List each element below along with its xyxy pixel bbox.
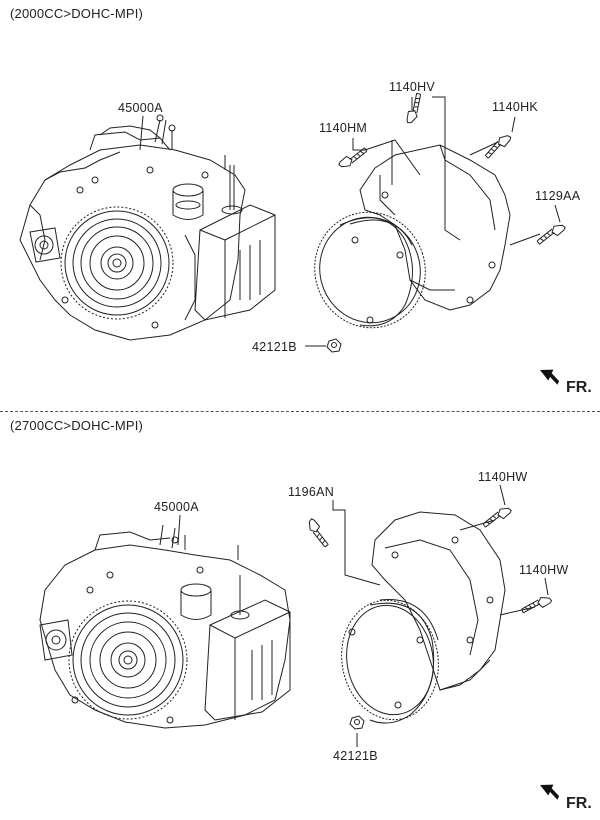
bolt-icon[interactable]	[401, 91, 429, 126]
part-label-1140hw[interactable]: 1140HW	[478, 470, 528, 484]
torque-converter-1[interactable]	[300, 198, 440, 342]
front-direction-label: FR.	[566, 379, 592, 396]
part-label-42121b[interactable]: 42121B	[252, 340, 297, 354]
bolt-icon[interactable]	[479, 505, 515, 529]
torque-converter-2[interactable]	[332, 593, 447, 728]
part-label-1140hv[interactable]: 1140HV	[389, 80, 436, 94]
part-label-45000a[interactable]: 45000A	[154, 500, 199, 514]
leader-lines-2	[332, 484, 549, 747]
transmission-assembly-2[interactable]	[39, 524, 291, 729]
section-title-2000cc: (2000CC>DOHC-MPI)	[10, 6, 144, 21]
part-label-1140hw[interactable]: 1140HW	[519, 563, 569, 577]
leader-line	[177, 514, 181, 546]
section-title-2700cc: (2700CC>DOHC-MPI)	[10, 418, 144, 433]
converter-housing-2[interactable]	[371, 511, 506, 691]
converter-housing-1[interactable]	[359, 144, 511, 311]
nut-icon[interactable]	[326, 338, 342, 353]
front-direction-label: FR.	[566, 795, 592, 812]
bolt-icon[interactable]	[335, 146, 371, 170]
bolt-icon[interactable]	[519, 595, 554, 614]
nut-icon[interactable]	[349, 715, 365, 730]
leader-line	[139, 115, 144, 151]
leader-lines-1	[305, 96, 561, 347]
section-divider	[0, 411, 600, 412]
part-label-1140hk[interactable]: 1140HK	[492, 100, 539, 114]
part-label-42121b[interactable]: 42121B	[333, 749, 378, 763]
bolt-icon[interactable]	[306, 515, 330, 551]
part-label-1140hm[interactable]: 1140HM	[319, 121, 368, 135]
front-arrow-icon	[537, 364, 563, 385]
transmission-assembly-1[interactable]	[19, 114, 276, 341]
part-label-1129aa[interactable]: 1129AA	[535, 189, 581, 203]
bolt-icon[interactable]	[533, 222, 569, 246]
bolt-icon[interactable]	[480, 132, 515, 160]
part-label-1196an[interactable]: 1196AN	[288, 485, 335, 499]
part-label-45000a[interactable]: 45000A	[118, 101, 163, 115]
front-arrow-icon	[537, 779, 563, 800]
